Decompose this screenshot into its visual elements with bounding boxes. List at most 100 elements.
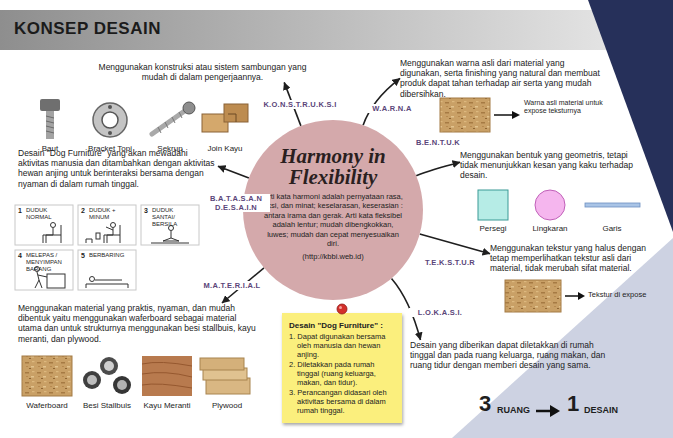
branch-text: Menggunakan material yang praktis, nyama… [18, 303, 258, 344]
activity-sketch [47, 274, 65, 288]
activity-sketch [15, 205, 199, 290]
room-arrow [536, 405, 560, 417]
activity-sketch [96, 233, 100, 239]
shape-samples [478, 190, 640, 220]
concept-branch: Menggunakan tekstur yang halus dengan te… [490, 243, 655, 274]
shape-name: Persegi [468, 224, 518, 233]
activity-sketch [151, 226, 189, 244]
branch-text: Desain yang diberikan dapat diletakkan d… [410, 340, 620, 371]
activity-caption: DUDUK SANTAI/ BERSILA [152, 207, 197, 228]
activity-caption: DUDUK + MINUM [89, 207, 134, 221]
part-name: Sekrup [145, 144, 195, 153]
concept-title: Harmony in Flexibility [267, 146, 399, 188]
branch-label: B.A.T.A.S.A.N D.E.S.A.I.N [202, 194, 270, 212]
material-samples [22, 356, 250, 396]
material-name: Plywood [198, 401, 256, 410]
activity-sketch [141, 205, 199, 245]
material-samples [117, 380, 127, 390]
activity-sketch [35, 272, 47, 288]
note-item: 3. Perancangan didasari oleh aktivitas b… [289, 388, 396, 415]
count-number: 1 [563, 393, 583, 415]
material-samples [83, 371, 101, 389]
activity-sketch [86, 223, 120, 244]
hardware-icons [93, 103, 127, 137]
texture-swatch [505, 280, 561, 312]
material-swatch [440, 98, 520, 132]
activity-sketch [15, 205, 73, 245]
activity-sketch [111, 223, 116, 228]
callout-number: 1 [18, 207, 26, 215]
activity-sketch [106, 227, 113, 243]
material-samples [22, 356, 72, 396]
room-arrow [550, 405, 560, 417]
branch-label: K.O.N.S.T.R.U.K.S.I [252, 100, 348, 109]
material-samples [87, 375, 97, 385]
material-samples [200, 358, 244, 370]
branch-label: M.A.T.E.R.I.A.L [195, 281, 269, 290]
material-samples [142, 362, 192, 388]
swatch-note: Warna asli material untuk expose tekstur… [524, 99, 616, 115]
source-link: (http://kbbi.web.id) [302, 252, 363, 261]
page-ground [452, 238, 673, 438]
branch-label: B.E.N.T.U.K [409, 138, 467, 147]
branch-arrow [363, 78, 400, 125]
activity-sketch [51, 223, 56, 228]
shape-samples [585, 203, 640, 207]
part-name: Bracket Topi [78, 144, 142, 153]
activity-sketch [90, 277, 95, 282]
concept-circle: Harmony in FlexibilityArti kata harmoni … [243, 120, 423, 300]
material-samples [142, 356, 192, 396]
activity-caption: MELEPAS / MENYIMPAN BARANG [26, 252, 71, 273]
branch-arrow [416, 162, 460, 176]
note-card: Desain "Dog Furniture" :1. Dapat digunak… [282, 313, 402, 423]
branch-text: Menggunakan warna asli dari material yan… [400, 58, 605, 99]
material-name: Besi Stallbuis [78, 401, 136, 410]
branch-label: W.A.R.N.A [366, 104, 418, 113]
hardware-icons [228, 114, 236, 122]
material-swatch [440, 98, 490, 132]
page-ground [588, 0, 673, 232]
concept-branch: Menggunakan material yang praktis, nyama… [18, 303, 258, 344]
callout-number: 2 [81, 207, 89, 215]
page-title: KONSEP DESAIN [14, 19, 161, 39]
activity-sketch [151, 243, 189, 244]
branch-arrow [218, 166, 249, 178]
texture-swatch [565, 295, 579, 297]
activity-sketch [86, 284, 128, 288]
hardware-icons [40, 99, 248, 139]
page-ground [0, 10, 614, 50]
texture-swatch [578, 292, 585, 300]
note-item: 1. Dapat digunakan bersama oleh manusia … [289, 332, 396, 359]
branch-text: Desain "Dog Furniture" yang akan mewadah… [18, 148, 218, 189]
room-arrow [536, 410, 552, 413]
part-name: Baut [25, 144, 75, 153]
material-samples [104, 361, 114, 371]
activity-caption: DUDUK NORMAL [26, 207, 71, 221]
material-samples [113, 376, 131, 394]
callout-number: 3 [144, 207, 152, 215]
concept-branch: Desain "Dog Furniture" yang akan mewadah… [18, 148, 218, 189]
activity-sketch [95, 280, 122, 281]
activity-caption: BERBARING [89, 252, 134, 259]
part-name: Join Kayu [198, 144, 252, 153]
push-pin [339, 306, 342, 309]
shape-samples [478, 190, 508, 220]
shape-name: Garis [587, 224, 637, 233]
branch-text: Menggunakan tekstur yang halus dengan te… [490, 243, 655, 274]
hardware-icons [158, 112, 182, 133]
concept-branch: Menggunakan warna asli dari material yan… [400, 58, 605, 99]
concept-definition: Arti kata harmoni adalah pernyataan rasa… [263, 192, 403, 248]
material-name: Waferboard [18, 401, 76, 410]
texture-swatch [505, 280, 585, 312]
material-swatch [494, 114, 514, 116]
activity-sketch [46, 228, 53, 243]
material-swatch [512, 111, 520, 119]
activity-sketch [86, 277, 128, 289]
hardware-icons [46, 111, 54, 139]
count-unit: DESAIN [584, 405, 634, 415]
shape-samples [535, 190, 565, 220]
material-name: Kayu Meranti [138, 401, 196, 410]
activity-sketch [78, 250, 136, 290]
